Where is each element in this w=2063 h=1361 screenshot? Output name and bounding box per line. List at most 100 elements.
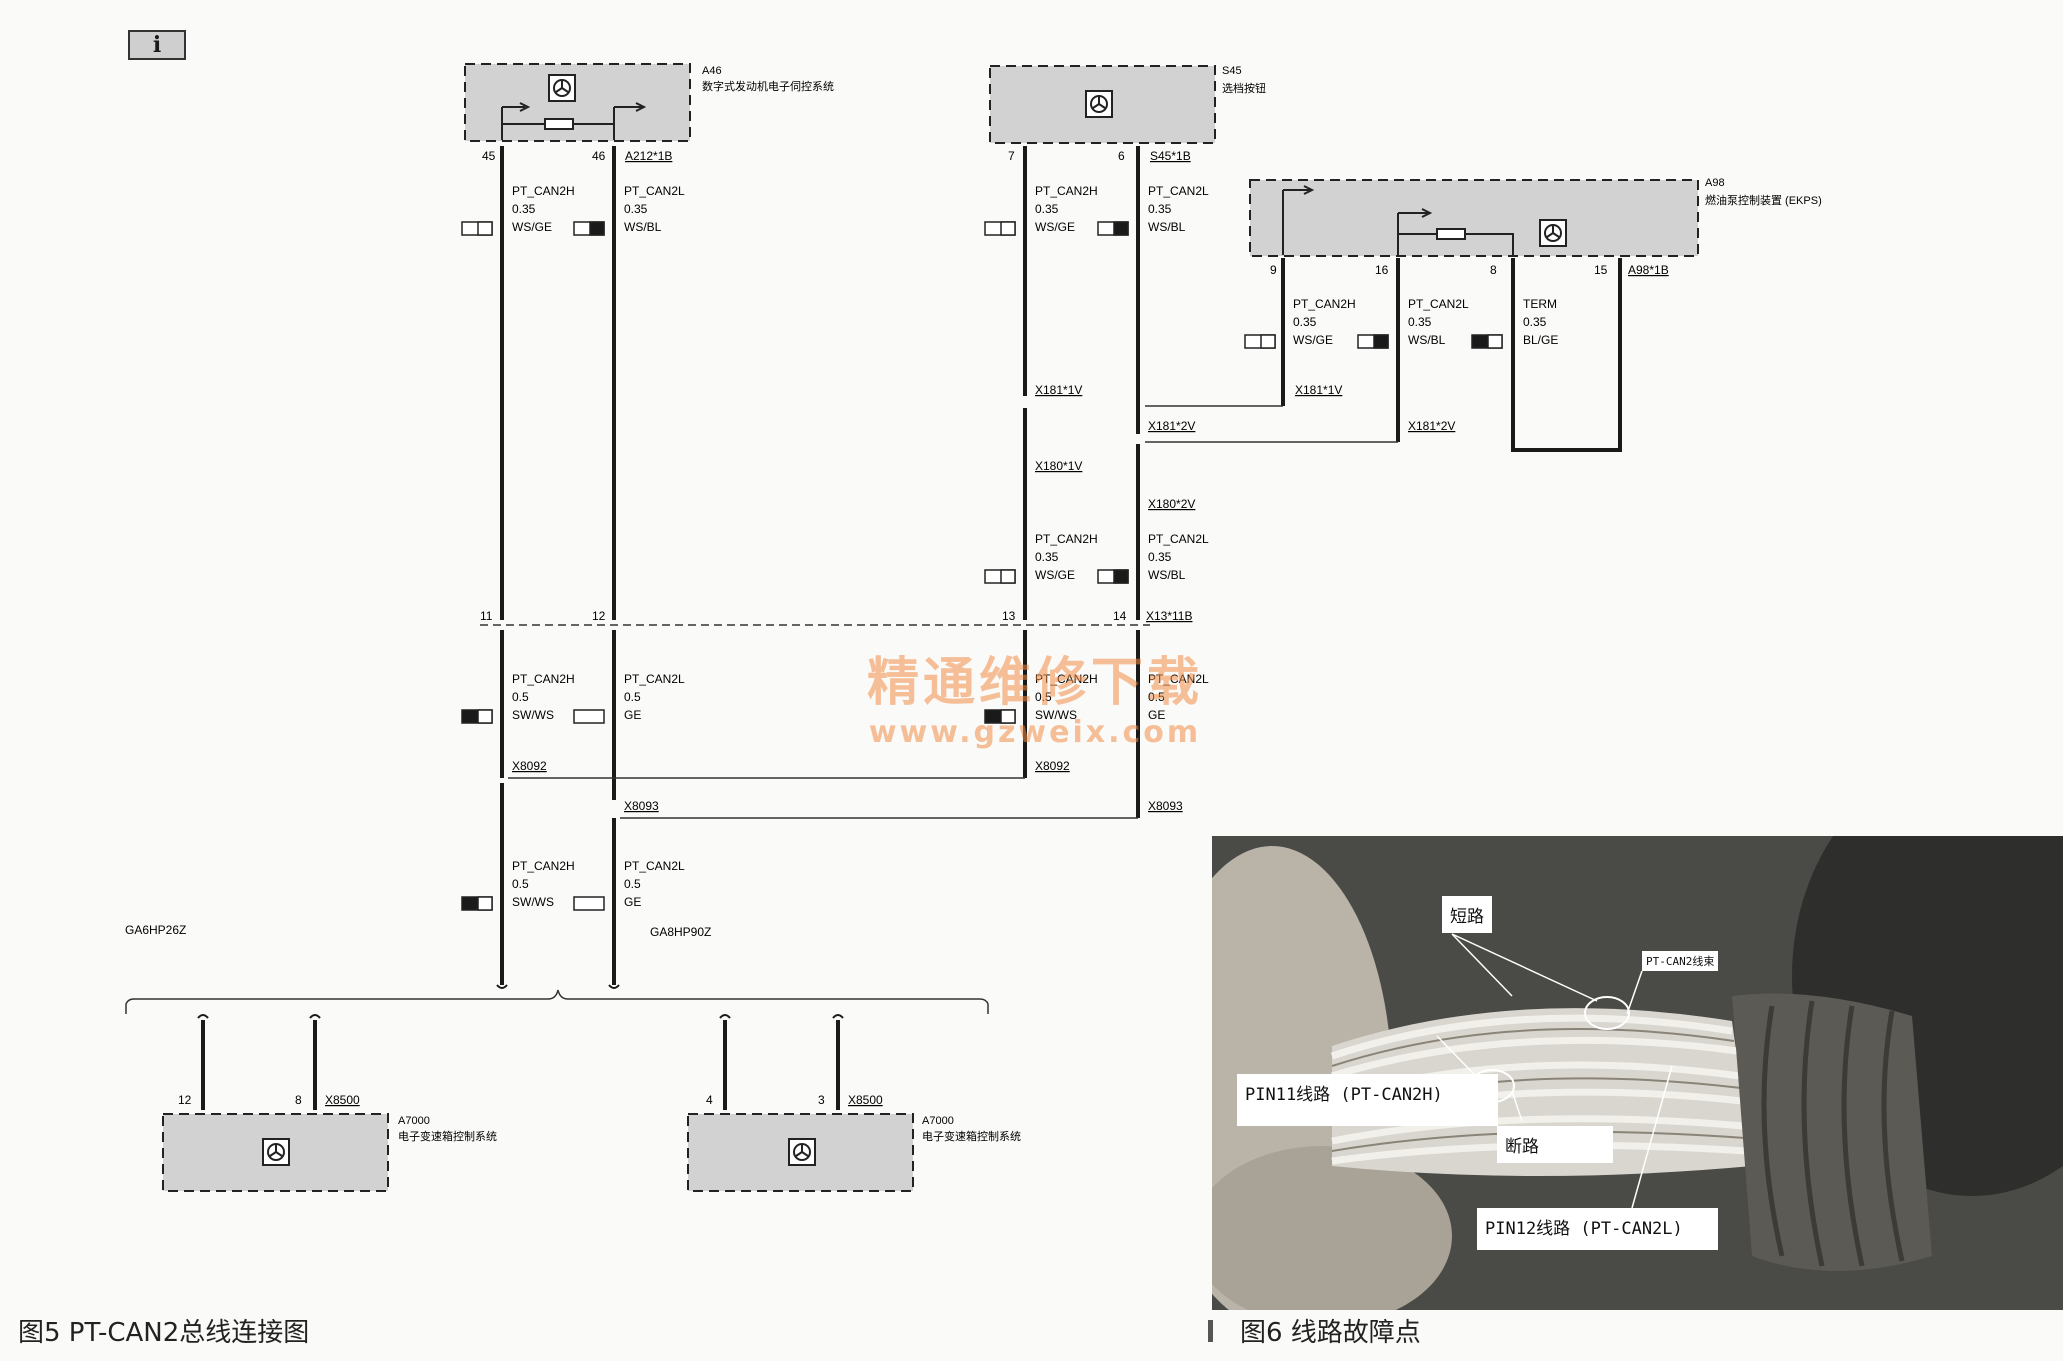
- wire-color-swatch: [1244, 334, 1503, 349]
- figure-5-caption: 图5 PT-CAN2总线连接图: [18, 1318, 310, 1348]
- wire-name: TERM: [1523, 297, 1557, 311]
- pin-label: 45: [482, 149, 496, 163]
- wire-name: PT_CAN2L: [1148, 532, 1209, 546]
- connector-x8093-left: X8093: [624, 799, 659, 813]
- module-a46: A46 数字式发动机电子伺控系统 45 46 A212*1B: [464, 63, 834, 163]
- module-a7000-left: 12 8 X8500 A7000 电子变速箱控制系统: [162, 1093, 497, 1192]
- wire-name: PT_CAN2L: [624, 859, 685, 873]
- control-unit-icon: [1085, 90, 1113, 118]
- wires: [201, 146, 1622, 1110]
- caption-bar: [1208, 1320, 1213, 1342]
- pin-label: 4: [706, 1093, 713, 1107]
- module-name: 电子变速箱控制系统: [922, 1129, 1021, 1143]
- wire-break-marks: [197, 984, 844, 1019]
- pin-label: 3: [818, 1093, 825, 1107]
- module-a46-id: A46: [702, 65, 722, 77]
- wire-gauge: 0.35: [512, 202, 536, 216]
- pin-label: 15: [1594, 263, 1608, 277]
- wire-color: BL/GE: [1523, 333, 1558, 347]
- figure-6-caption: 图6 线路故障点: [1240, 1318, 1421, 1348]
- wire-name: PT_CAN2L: [1408, 297, 1469, 311]
- pin-label: 12: [592, 609, 606, 623]
- wire-gauge: 0.5: [1148, 690, 1165, 704]
- connector-x8093-right: X8093: [1148, 799, 1183, 813]
- connector-x180-1v: X180*1V: [1035, 459, 1082, 473]
- wire-name: PT_CAN2H: [1293, 297, 1356, 311]
- wire-gauge: 0.35: [1293, 315, 1317, 329]
- connector-x181-1v-left: X181*1V: [1035, 383, 1082, 397]
- pin-label: 46: [592, 149, 606, 163]
- wire-gauge: 0.5: [1035, 690, 1052, 704]
- control-unit-icon: [788, 1138, 816, 1166]
- module-name: 电子变速箱控制系统: [398, 1129, 497, 1143]
- wire-name: PT_CAN2H: [512, 859, 575, 873]
- connector-label: A212*1B: [625, 149, 672, 163]
- wire-name: PT_CAN2H: [512, 184, 575, 198]
- wire-color: WS/GE: [1035, 568, 1075, 582]
- wire-color: GE: [1148, 708, 1165, 722]
- wire-gauge: 0.5: [624, 877, 641, 891]
- connector-x13-pins: 11 12 13 14 X13*11B: [480, 609, 1192, 623]
- wire-color-swatch: [461, 709, 1016, 724]
- connector-label: X8500: [325, 1093, 360, 1107]
- wire-color: SW/WS: [512, 895, 554, 909]
- connector-x181-2v-left: X181*2V: [1148, 419, 1195, 433]
- pin-label: 14: [1113, 609, 1127, 623]
- wire-name: PT_CAN2L: [624, 672, 685, 686]
- wire-color: GE: [624, 708, 641, 722]
- pin-label: 16: [1375, 263, 1389, 277]
- wire-gauge: 0.35: [624, 202, 648, 216]
- wire-color-swatch: [984, 221, 1129, 236]
- wire-name: PT_CAN2H: [512, 672, 575, 686]
- control-unit-icon: [1539, 219, 1567, 247]
- module-a46-name: 数字式发动机电子伺控系统: [702, 79, 834, 93]
- wire-color: WS/GE: [1035, 220, 1075, 234]
- connector-x181-1v-right: X181*1V: [1295, 383, 1342, 397]
- wire-name: PT_CAN2H: [1035, 672, 1098, 686]
- wire-color-swatch: [461, 896, 605, 911]
- variant-label: GA8HP90Z: [650, 925, 711, 939]
- wire-color: SW/WS: [1035, 708, 1077, 722]
- module-id: A7000: [922, 1115, 954, 1127]
- wire-color: WS/GE: [1293, 333, 1333, 347]
- pin-label: 8: [295, 1093, 302, 1107]
- wire-gauge: 0.35: [1035, 202, 1059, 216]
- connector-label: S45*1B: [1150, 149, 1191, 163]
- photo-label-harness: PT-CAN2线束: [1642, 951, 1719, 971]
- wire-label-group: PT_CAN2H 0.35 WS/GE PT_CAN2L 0.35 WS/BL …: [1293, 297, 1558, 347]
- module-s45: S45 选档按钮 7 6 S45*1B: [989, 65, 1266, 163]
- wire-color-swatch: [984, 569, 1129, 584]
- wiring-fault-photo: 短路 PT-CAN2线束 PIN11线路 (PT-CAN2H) 断路 PIN12…: [1212, 836, 2063, 1310]
- wire-color: WS/BL: [624, 220, 662, 234]
- module-a7000-right: 4 3 X8500 A7000 电子变速箱控制系统: [687, 1093, 1021, 1192]
- wire-color: WS/BL: [1408, 333, 1446, 347]
- variant-label: GA6HP26Z: [125, 923, 186, 937]
- photo-label-open: 断路: [1497, 1126, 1613, 1163]
- wire-label-group: PT_CAN2H 0.35 WS/GE PT_CAN2L 0.35 WS/BL: [1035, 184, 1209, 234]
- photo-label-short: 短路: [1442, 896, 1492, 933]
- wire-color: WS/BL: [1148, 220, 1186, 234]
- wire-color: WS/BL: [1148, 568, 1186, 582]
- wire-gauge: 0.35: [1523, 315, 1547, 329]
- pin-label: 8: [1490, 263, 1497, 277]
- pin-label: 7: [1008, 149, 1015, 163]
- wire-name: PT_CAN2H: [1035, 184, 1098, 198]
- wire-color: WS/GE: [512, 220, 552, 234]
- module-s45-name: 选档按钮: [1222, 81, 1266, 95]
- wire-gauge: 0.35: [1408, 315, 1432, 329]
- connector-x180-2v: X180*2V: [1148, 497, 1195, 511]
- wire-gauge: 0.5: [512, 690, 529, 704]
- wire-color: SW/WS: [512, 708, 554, 722]
- wire-name: PT_CAN2L: [1148, 672, 1209, 686]
- module-s45-id: S45: [1222, 65, 1242, 77]
- module-a98-id: A98: [1705, 177, 1725, 189]
- connector-labels: X181*1V X181*1V X181*2V X181*2V X180*1V …: [1035, 383, 1455, 511]
- wire-label-group: PT_CAN2H 0.35 WS/GE PT_CAN2L 0.35 WS/BL: [512, 184, 685, 234]
- wire-label-group: PT_CAN2H 0.5 SW/WS PT_CAN2L 0.5 GE PT_CA…: [512, 672, 1209, 722]
- connector-labels: X8092 X8092 X8093 X8093: [512, 759, 1183, 813]
- control-unit-icon: [262, 1138, 290, 1166]
- wire-gauge: 0.35: [1035, 550, 1059, 564]
- connector-label: X8500: [848, 1093, 883, 1107]
- splice-lines: [125, 405, 1398, 1014]
